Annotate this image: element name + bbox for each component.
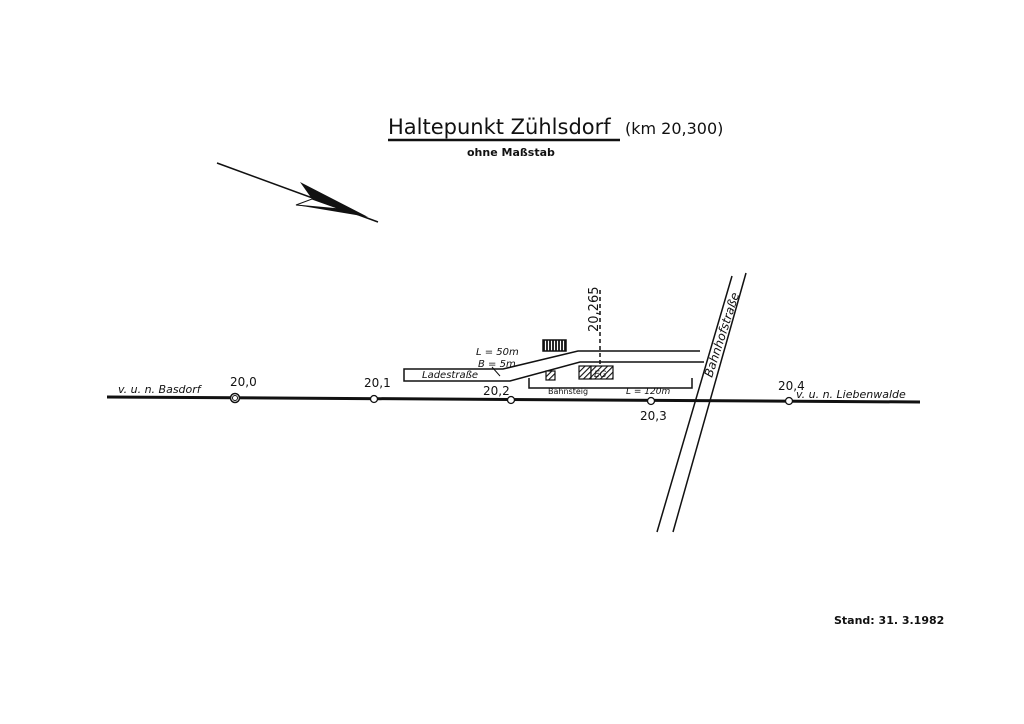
km-marker-20-3: [646, 396, 656, 406]
north-arrow-icon: [216, 162, 379, 223]
lade-length: L = 50m: [476, 347, 519, 358]
km-marker-20-2: [506, 395, 516, 405]
km-marker-20-4: [784, 396, 794, 406]
title: Haltepunkt Zühlsdorf: [388, 115, 611, 139]
km-label-20-0: 20,0: [230, 375, 257, 389]
ladestrasse-road: [403, 350, 704, 382]
lade-width: B = 5m: [478, 359, 516, 370]
stand-date: Stand: 31. 3.1982: [834, 614, 944, 627]
km-label-20-2: 20,2: [483, 384, 510, 398]
km-20265-label: 20,265: [587, 287, 602, 333]
platform-bracket: [528, 378, 693, 389]
pointer-arrow-icon: [491, 366, 501, 377]
annex-building: [578, 365, 592, 380]
bahnhofstrasse-label: Bahnhofstraße: [702, 291, 743, 379]
km-label-20-1: 20,1: [364, 376, 391, 390]
bahnhofstrasse-road: [656, 272, 747, 533]
to-label: v. u. n. Liebenwalde: [796, 388, 906, 401]
km-marker-20-1: [369, 394, 379, 404]
shed-building: [542, 339, 567, 352]
small-building: [545, 370, 556, 381]
station-building: [590, 365, 614, 380]
platform-length: L = 120m: [626, 387, 670, 397]
title-km: (km 20,300): [625, 119, 723, 138]
km-label-20-3: 20,3: [640, 409, 667, 423]
km-label-20-4: 20,4: [778, 379, 805, 393]
subtitle: ohne Maßstab: [467, 146, 555, 159]
eg-label: EG: [594, 370, 607, 380]
from-label: v. u. n. Basdorf: [118, 383, 203, 396]
ladestrasse-label: Ladestraße: [422, 370, 478, 381]
platform-label: Bahnsteig: [548, 387, 588, 396]
